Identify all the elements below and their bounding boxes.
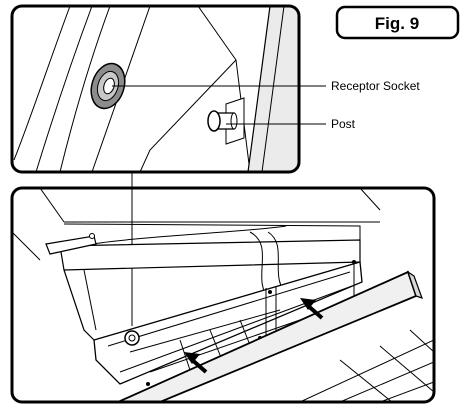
arrow-icon	[184, 352, 208, 374]
apron-panel	[117, 270, 423, 402]
callout-post: Post	[226, 117, 356, 131]
detail-panel	[10, 4, 301, 174]
receptor-socket-label: Receptor Socket	[331, 79, 420, 93]
overview-panel	[10, 186, 436, 404]
post-icon	[207, 110, 238, 132]
post-label: Post	[331, 117, 356, 131]
receptor-socket-icon	[90, 62, 126, 110]
figure-label-box: Fig. 9	[335, 5, 460, 40]
figure-label: Fig. 9	[375, 14, 419, 33]
arrow-icon	[300, 298, 324, 320]
callout-receptor-socket: Receptor Socket	[112, 79, 420, 93]
floor-tiles	[299, 329, 434, 402]
